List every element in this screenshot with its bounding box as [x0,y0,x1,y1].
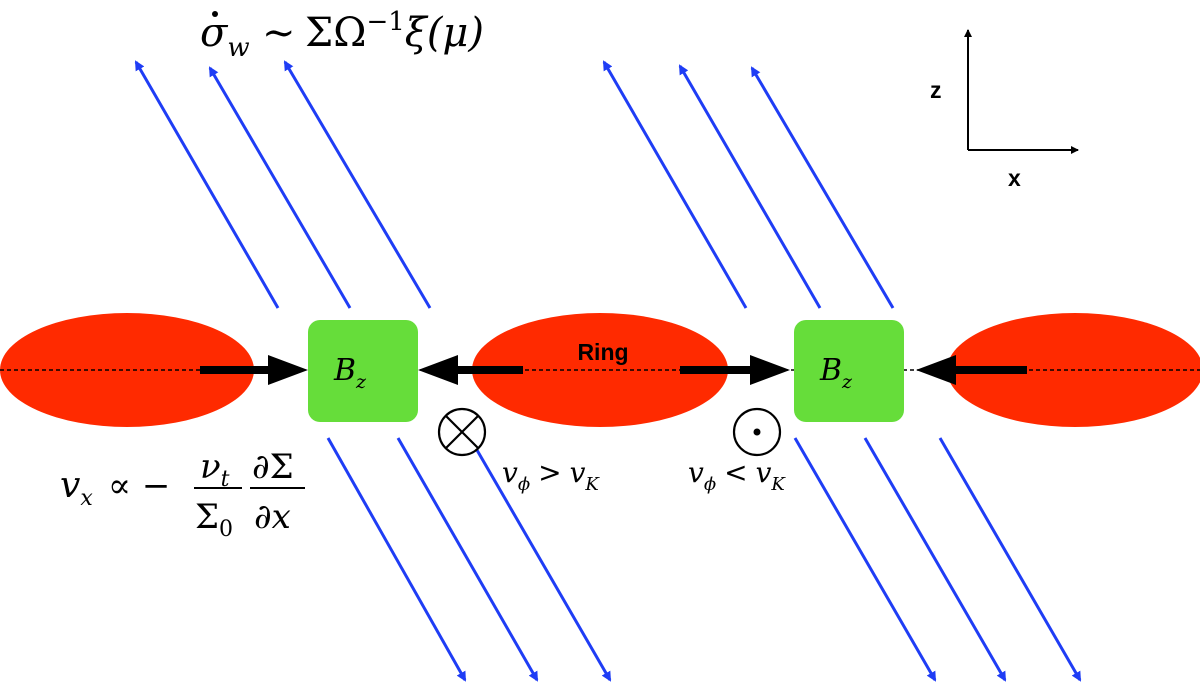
radial-flow-arrows [200,355,1027,385]
wind-arrow [468,437,612,682]
svg-text:∼: ∼ [262,10,296,56]
svg-text:σw: σw [200,10,250,63]
svg-text:Σ0: Σ0 [195,497,233,542]
into-page-icon [437,407,487,457]
wind-arrow [208,66,352,309]
wind-arrow [678,64,822,309]
wind-arrow [750,66,895,309]
wind-arrow [134,60,280,309]
axis-label-x: x [1008,165,1021,191]
radial-velocity-formula: vx ∝ − νt Σ0 ∂Σ ∂x [60,447,305,542]
field-box-right [794,320,904,422]
field-box-right-label: Bz [819,353,853,393]
out-of-page-icon [732,407,782,457]
upper-wind-arrows [134,60,895,309]
density-ring-center [472,313,728,427]
field-box-left-label: Bz [333,353,367,393]
wind-arrow [863,437,1007,682]
svg-text:ΣΩ−1ξ(μ): ΣΩ−1ξ(μ) [305,7,484,56]
ring-label: Ring [577,339,628,365]
svg-text:∂x: ∂x [254,497,291,537]
wind-arrow [326,437,467,682]
svg-text:vx: vx [60,465,93,511]
axis-label-z: z [930,77,942,103]
field-box-left [308,320,418,422]
vphi-greater-label: vϕ>vK [502,456,600,495]
svg-text:νt: νt [200,447,230,492]
lower-wind-arrows [326,437,1082,682]
wind-arrow [396,437,539,682]
wind-arrow [602,60,748,309]
wind-mass-loss-formula: σw ∼ ΣΩ−1ξ(μ) [200,7,484,63]
coordinate-axes [964,29,1079,154]
svg-text:∝ −: ∝ − [108,466,170,506]
wind-arrow [793,437,937,682]
wind-arrow [938,437,1082,682]
vphi-less-label: vϕ<vK [688,456,786,495]
time-derivative-dot [212,11,218,17]
svg-text:∂Σ: ∂Σ [252,447,294,487]
wind-arrow [283,60,432,309]
